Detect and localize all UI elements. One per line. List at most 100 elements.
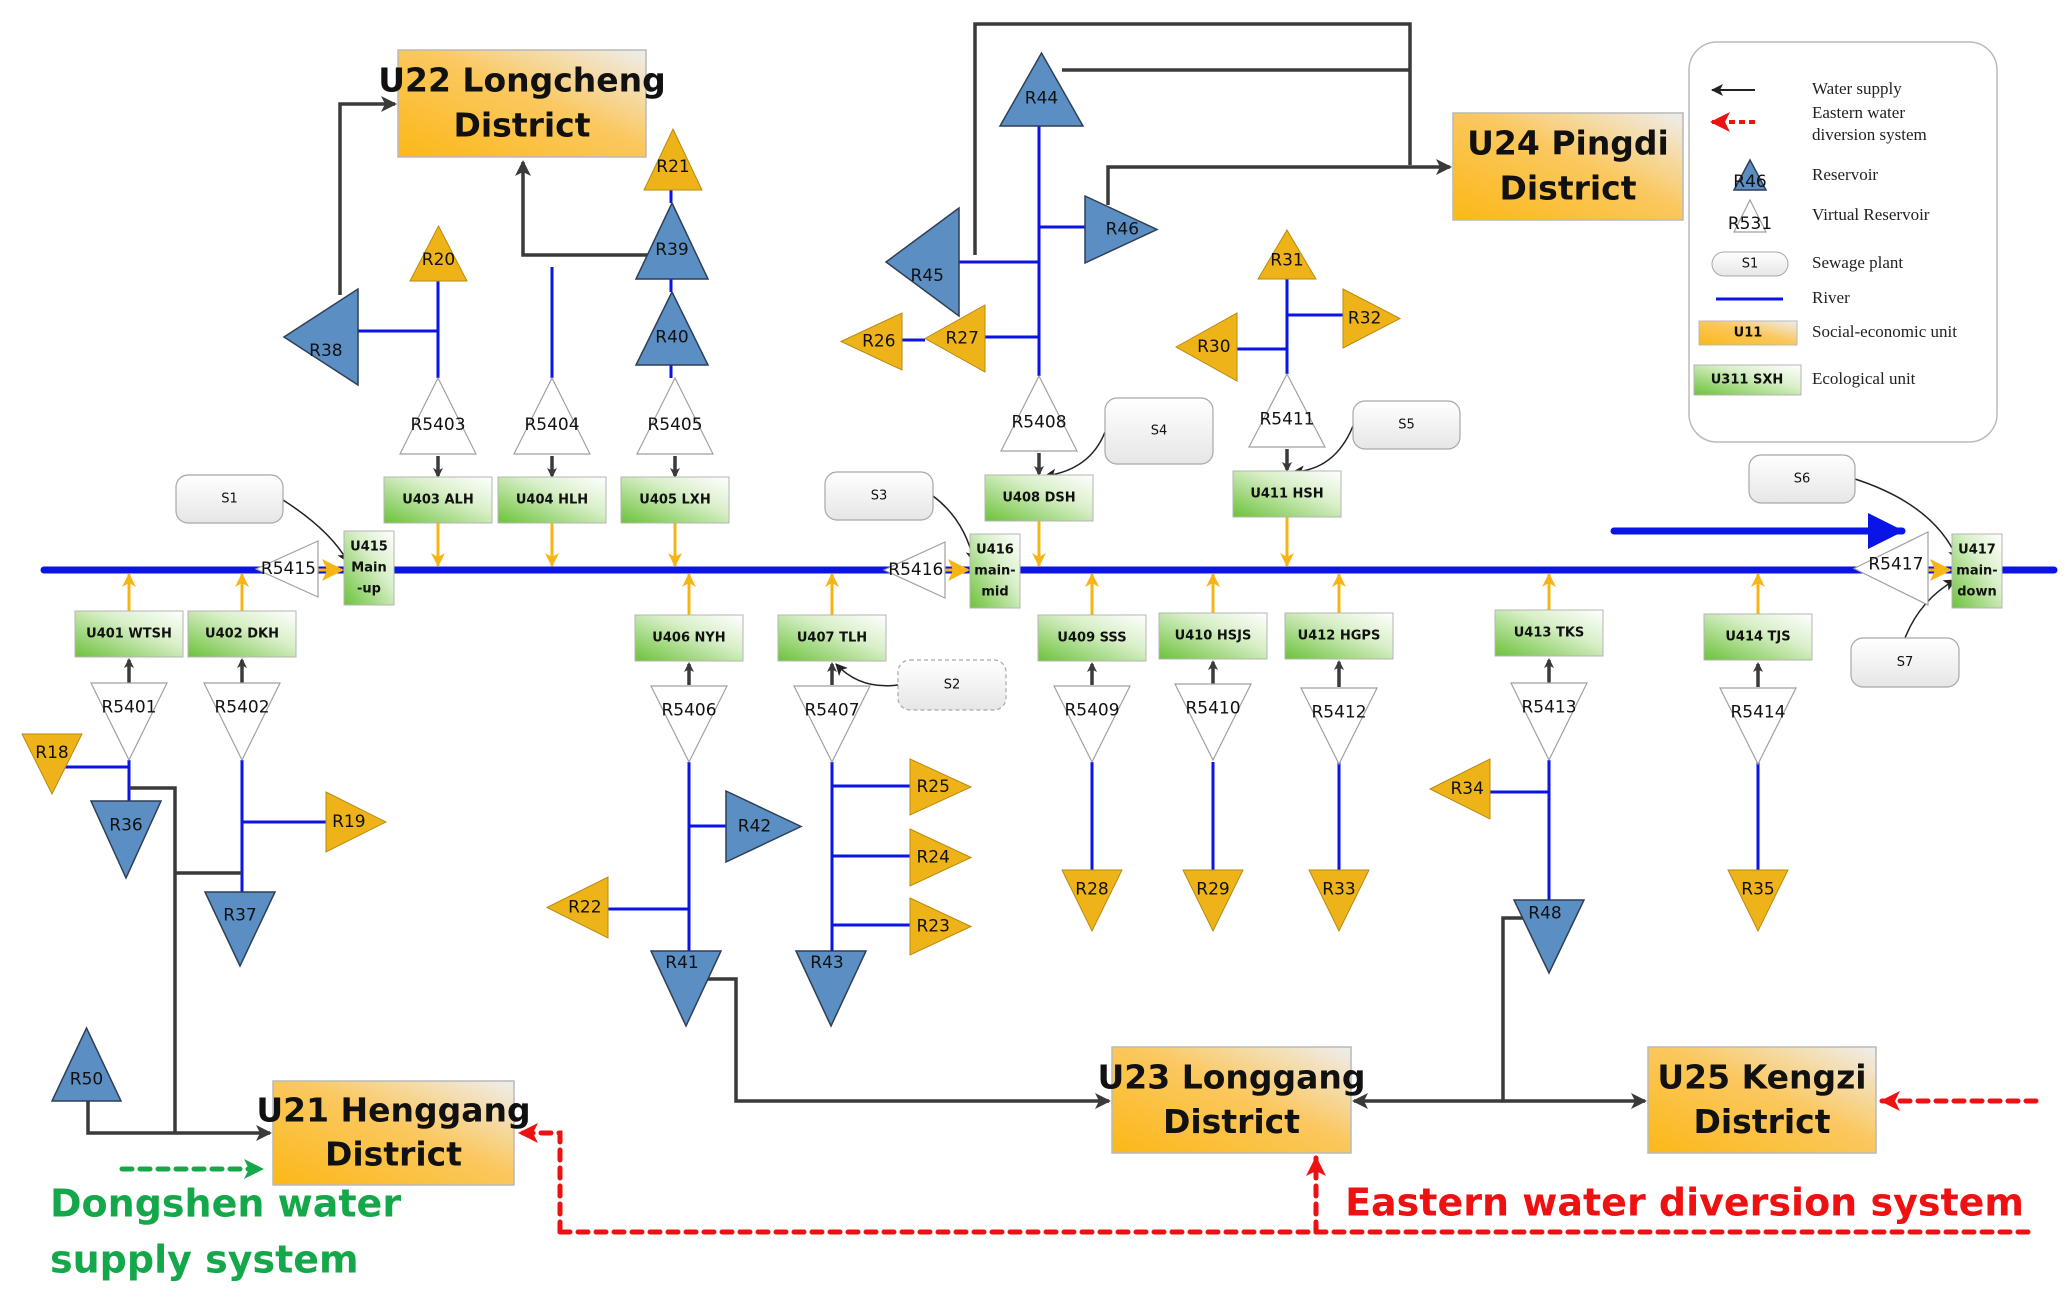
district-name: U23 Longgang [1097, 1057, 1365, 1096]
reservoir-label: R26 [862, 332, 895, 352]
district-name: U22 Longcheng [378, 61, 666, 100]
reservoir-r5411: R5411 [1248, 372, 1326, 448]
sewage-plant-box [175, 474, 284, 524]
reservoir-r5412: R5412 [1300, 687, 1378, 766]
reservoir-r33: R33 [1308, 869, 1370, 933]
reservoir-label: R24 [916, 848, 949, 868]
main-unit-label: down [1957, 585, 1997, 600]
sewage-plant-s5: S5 [1352, 400, 1461, 450]
reservoir-label: R5416 [888, 560, 943, 580]
main-unit-label: Main [351, 561, 386, 576]
supply-r38-to-u22 [338, 96, 397, 295]
sewage-plant-icon [1711, 251, 1789, 277]
reservoir-triangle-icon [909, 758, 973, 816]
legend-text: Reservoir [1812, 165, 1878, 184]
eastern-system-label: Eastern water diversion system [1345, 1181, 2024, 1225]
reservoir-r5407: R5407 [793, 685, 871, 764]
sewage-plant-label: S4 [1151, 424, 1168, 439]
reservoir-label: R5413 [1521, 698, 1576, 718]
legend-item-water-supply: Water supply [1711, 79, 1902, 98]
social-unit-icon [1698, 320, 1798, 346]
reservoir-r24: R24 [909, 828, 973, 887]
ecological-unit-u411: U411 HSH [1232, 470, 1342, 518]
supply-r46-to-u24 [1106, 159, 1452, 205]
reservoir-label: R44 [1025, 88, 1058, 108]
reservoir-r22: R22 [545, 876, 609, 939]
reservoir-r5410: R5410 [1174, 683, 1252, 762]
sewage-plant-box [824, 471, 934, 521]
virtual-reservoir-icon [254, 540, 319, 598]
ecological-unit-box [620, 476, 730, 524]
ecological-unit-box [1284, 612, 1394, 660]
main-unit-label: -up [357, 582, 381, 597]
reservoir-r18: R18 [21, 733, 83, 796]
virtual-reservoir-icon [1733, 198, 1767, 233]
sewage-plant-label: S6 [1794, 472, 1811, 487]
legend-text: Ecological unit [1812, 369, 1916, 388]
reservoir-r21: R21 [643, 127, 703, 191]
reservoir-triangle-icon [89, 800, 163, 880]
reservoir-triangle-icon [634, 290, 710, 366]
district-label: District [1163, 1102, 1300, 1141]
ecological-unit-label: U407 TLH [797, 631, 867, 646]
reservoir-label: R41 [665, 953, 698, 973]
virtual-reservoir-icon [203, 682, 281, 762]
reservoir-r34: R34 [1428, 758, 1491, 820]
district-label: District [325, 1134, 462, 1173]
reservoir-triangle-icon [1727, 869, 1789, 933]
main-unit-label: U416 [976, 543, 1014, 558]
reservoir-triangle-icon [634, 201, 710, 280]
reservoir-triangle-icon [923, 304, 986, 373]
reservoir-label: R23 [916, 917, 949, 937]
reservoir-triangle-icon [909, 897, 973, 956]
ecological-unit-u413: U413 TKS [1494, 609, 1604, 657]
sewage-plant-label: S1 [221, 492, 238, 507]
district-box [1111, 1046, 1352, 1154]
reservoir-r5417: R5417 [1852, 531, 1929, 606]
ecological-unit-box [1494, 609, 1604, 657]
reservoir-r26: R26 [839, 312, 903, 371]
reservoir-triangle-icon [725, 789, 803, 864]
reservoir-r30: R30 [1174, 312, 1238, 382]
reservoir-r5409: R5409 [1053, 685, 1131, 764]
sewage-plant-label: S2 [944, 678, 961, 693]
reservoir-label: R33 [1322, 880, 1355, 900]
reservoir-r25: R25 [909, 758, 973, 816]
reservoir-label: R36 [109, 816, 142, 836]
reservoir-label: R30 [1197, 337, 1230, 357]
reservoir-triangle-icon [839, 312, 903, 371]
ecological-unit-u401: U401 WTSH [74, 610, 184, 658]
reservoir-label: R5409 [1064, 700, 1119, 720]
reservoir-label: R5403 [410, 415, 465, 435]
legend-text: Social-economic unit [1812, 322, 1957, 341]
main-unit-label: mid [981, 585, 1008, 600]
supply-r45-to-u24 [973, 22, 1412, 255]
reservoir-r45: R45 [884, 206, 960, 318]
sewage-icon-label: S1 [1742, 257, 1759, 272]
reservoir-label: R5407 [804, 700, 859, 720]
reservoir-triangle-icon [1257, 229, 1317, 280]
connections-layer [40, 22, 2058, 1235]
reservoir-triangle-icon [909, 828, 973, 887]
ecological-unit-u402: U402 DKH [187, 610, 297, 658]
district-name: U25 Kengzi [1657, 1057, 1866, 1096]
reservoir-label: R5415 [261, 559, 316, 579]
reservoir-r5408: R5408 [1000, 374, 1078, 452]
reservoir-triangle-icon [1084, 194, 1159, 265]
legend-text: diversion system [1812, 125, 1927, 144]
reservoir-r50: R50 [50, 1026, 123, 1102]
reservoir-triangle-icon [794, 950, 868, 1028]
main-unit-label: U417 [1958, 543, 1996, 558]
reservoir-r37: R37 [203, 891, 277, 968]
reservoir-label: R5412 [1311, 702, 1366, 722]
ecological-unit-box [74, 610, 184, 658]
ecological-unit-box [1703, 613, 1813, 661]
virtual-reservoir-icon [1852, 531, 1929, 606]
district-name: U24 Pingdi [1467, 124, 1669, 163]
legend-text: Water supply [1812, 79, 1902, 98]
reservoir-r5413: R5413 [1510, 682, 1588, 762]
